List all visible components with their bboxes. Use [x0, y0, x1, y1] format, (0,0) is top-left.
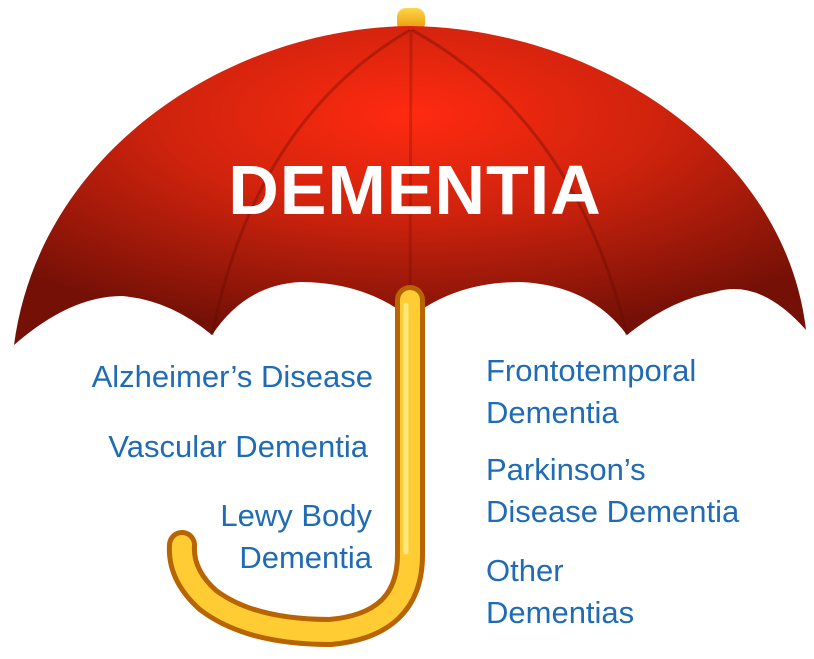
type-other: Other Dementias	[486, 550, 806, 634]
canopy-seam-left	[210, 28, 411, 336]
type-other-line-1: Other	[486, 553, 564, 588]
type-lewy-body: Lewy Body Dementia	[100, 495, 372, 579]
type-parkinsons: Parkinson’s Disease Dementia	[486, 449, 806, 533]
type-frontotemporal-line-1: Frontotemporal	[486, 353, 697, 388]
type-alzheimers: Alzheimer’s Disease	[28, 356, 373, 398]
type-alzheimers-label: Alzheimer’s Disease	[91, 359, 373, 394]
type-lewy-body-line-1: Lewy Body	[220, 498, 372, 533]
umbrella-handle-highlight	[171, 290, 420, 643]
type-vascular: Vascular Dementia	[28, 426, 368, 468]
type-frontotemporal: Frontotemporal Dementia	[486, 350, 806, 434]
type-vascular-label: Vascular Dementia	[108, 429, 368, 464]
type-lewy-body-line-2: Dementia	[239, 540, 372, 575]
type-frontotemporal-line-2: Dementia	[486, 395, 619, 430]
type-parkinsons-line-2: Disease Dementia	[486, 494, 740, 529]
umbrella-canopy	[14, 26, 806, 345]
canopy-seam-right	[411, 28, 629, 336]
type-other-line-2: Dementias	[486, 595, 635, 630]
umbrella-title: DEMENTIA	[228, 151, 602, 229]
umbrella-tip	[397, 8, 425, 32]
type-parkinsons-line-1: Parkinson’s	[486, 452, 646, 487]
canopy-seam-center	[408, 29, 413, 319]
